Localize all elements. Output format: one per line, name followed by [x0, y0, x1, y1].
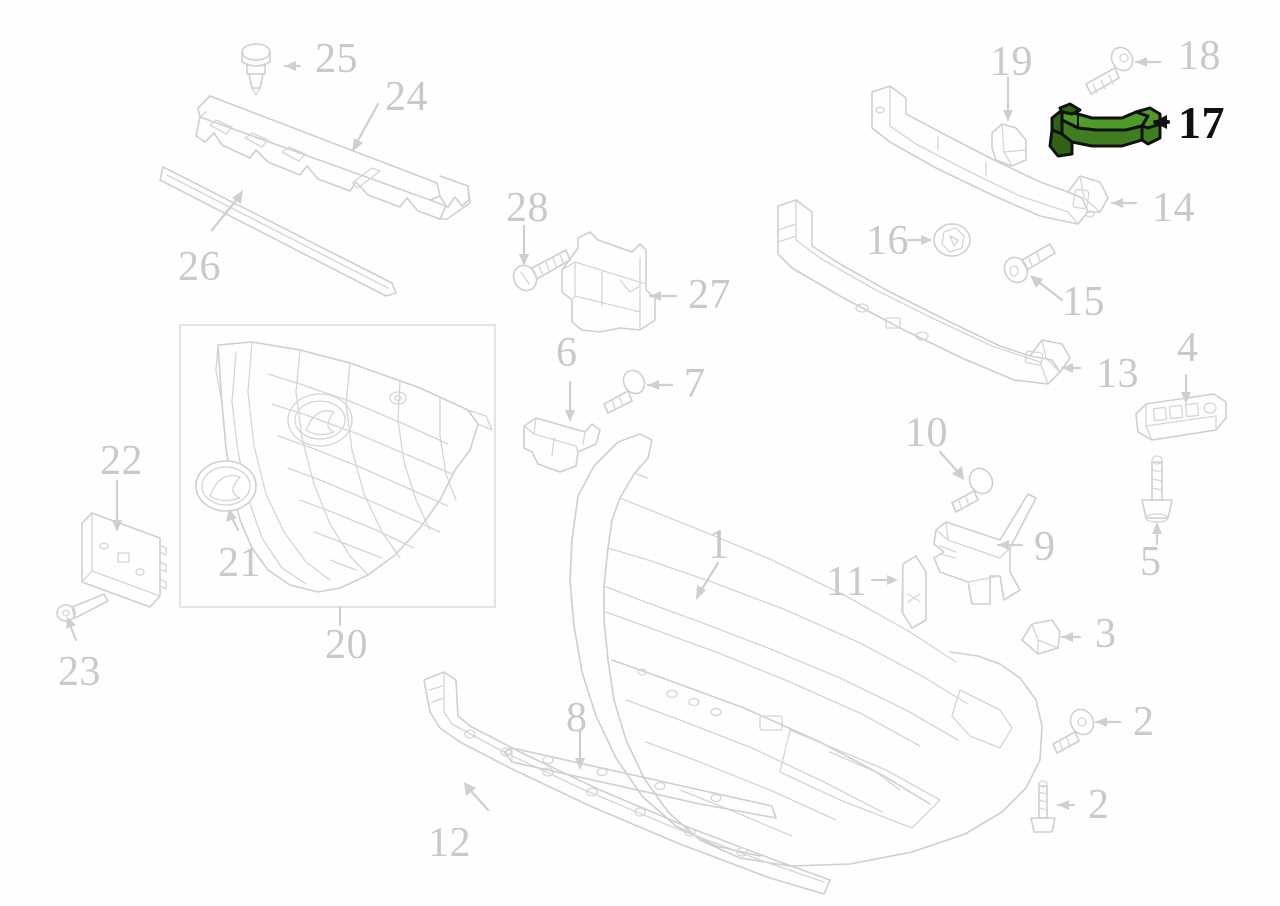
callout-8[interactable]: 8 [566, 695, 588, 741]
callout-3[interactable]: 3 [1095, 611, 1117, 657]
callout-10[interactable]: 10 [905, 410, 948, 456]
callout-14[interactable]: 14 [1152, 185, 1195, 231]
leader-22 [112, 479, 122, 532]
part-7-pan-head-screw [603, 369, 646, 414]
callout-25[interactable]: 25 [315, 36, 358, 82]
callout-9[interactable]: 9 [1034, 524, 1056, 570]
part-4-side-bracket-plate [1135, 393, 1227, 441]
part-20-grille-box [179, 324, 496, 627]
callout-11[interactable]: 11 [826, 559, 868, 605]
callout-16[interactable]: 16 [866, 218, 909, 264]
callout-1[interactable]: 1 [708, 522, 730, 568]
callout-15[interactable]: 15 [1062, 279, 1105, 325]
part-9-bumper-side-mounting-bracket [933, 493, 1037, 605]
leader-19 [1003, 76, 1013, 122]
leader-3 [1060, 632, 1082, 642]
leader-12 [464, 782, 490, 812]
part-16-flange-nut [933, 223, 971, 257]
part-10-bracket-screw [951, 467, 994, 513]
part-3-bumper-side-clip [1021, 619, 1061, 655]
part-5-flange-bolt [1141, 455, 1173, 523]
leader-21 [226, 509, 240, 532]
part-14-upper-reinforcement-beam [871, 85, 1109, 225]
leader-28 [519, 224, 529, 266]
part-23-license-plate-screw [56, 593, 109, 622]
part-11-side-spacer [901, 555, 927, 629]
leader-7 [646, 380, 674, 390]
leader-2-upper [1094, 717, 1122, 727]
leader-18 [1134, 57, 1162, 67]
part-15-reinforcement-bolt [1003, 243, 1056, 284]
leader-26 [210, 190, 243, 232]
part-27-tow-hook-cover-housing [561, 231, 656, 333]
callout-7[interactable]: 7 [684, 361, 706, 407]
callout-2-upper[interactable]: 2 [1133, 699, 1155, 745]
leader-5 [1152, 522, 1162, 546]
callout-20[interactable]: 20 [325, 622, 368, 668]
part-18-bracket-bolt [1085, 46, 1134, 95]
callout-13[interactable]: 13 [1096, 351, 1139, 397]
leader-4 [1181, 373, 1191, 404]
leader-1 [696, 561, 720, 600]
leader-15 [1030, 275, 1064, 302]
leader-25 [283, 61, 302, 71]
part-2-bumper-cover-screw [1052, 708, 1095, 754]
leader-13 [1060, 363, 1082, 373]
part-21-hyundai-emblem [195, 460, 257, 512]
callout-22[interactable]: 22 [100, 438, 143, 484]
callout-5[interactable]: 5 [1140, 539, 1162, 585]
callout-21[interactable]: 21 [218, 540, 261, 586]
callout-17[interactable]: 17 [1178, 97, 1225, 148]
part-26-hood-seal-molding [159, 166, 397, 297]
part-8-lower-trim-strip [503, 747, 777, 819]
part-12-lower-bumper-spoiler [423, 671, 831, 895]
leader-24 [352, 102, 380, 152]
leader-27 [648, 291, 678, 301]
part-17-front-bumper-side-bracket-highlight [1048, 102, 1162, 158]
part-13-lower-reinforcement-beam [777, 199, 1071, 385]
leader-2-lower [1056, 800, 1076, 810]
callout-28[interactable]: 28 [506, 185, 549, 231]
callout-4[interactable]: 4 [1177, 325, 1199, 371]
part-25-push-pin-clip [241, 43, 271, 96]
leader-10 [938, 450, 964, 480]
leader-17 [1153, 115, 1170, 129]
part-19-absorber-clip [991, 123, 1027, 167]
callout-24[interactable]: 24 [385, 74, 428, 120]
leader-9 [996, 540, 1024, 550]
callout-18[interactable]: 18 [1178, 33, 1221, 79]
leader-6 [565, 380, 575, 422]
callout-27[interactable]: 27 [688, 272, 731, 318]
callout-19[interactable]: 19 [990, 39, 1033, 85]
part-22-license-plate-bracket [81, 512, 167, 608]
leader-14 [1110, 198, 1138, 208]
part-28-housing-screw [512, 249, 571, 292]
part-2-bumper-cover-bolt [1030, 780, 1056, 833]
part-1-front-bumper-cover [569, 433, 1043, 867]
callout-26[interactable]: 26 [178, 244, 221, 290]
leader-23 [66, 617, 78, 642]
leader-16 [906, 235, 932, 245]
part-6-center-support-bracket [523, 417, 601, 473]
callout-12[interactable]: 12 [428, 820, 471, 866]
leader-11 [870, 575, 898, 585]
leader-8 [575, 728, 585, 770]
callout-2-lower[interactable]: 2 [1088, 782, 1110, 828]
callout-6[interactable]: 6 [556, 330, 578, 376]
callout-23[interactable]: 23 [58, 649, 101, 695]
part-24-upper-grille-cover [195, 95, 471, 220]
